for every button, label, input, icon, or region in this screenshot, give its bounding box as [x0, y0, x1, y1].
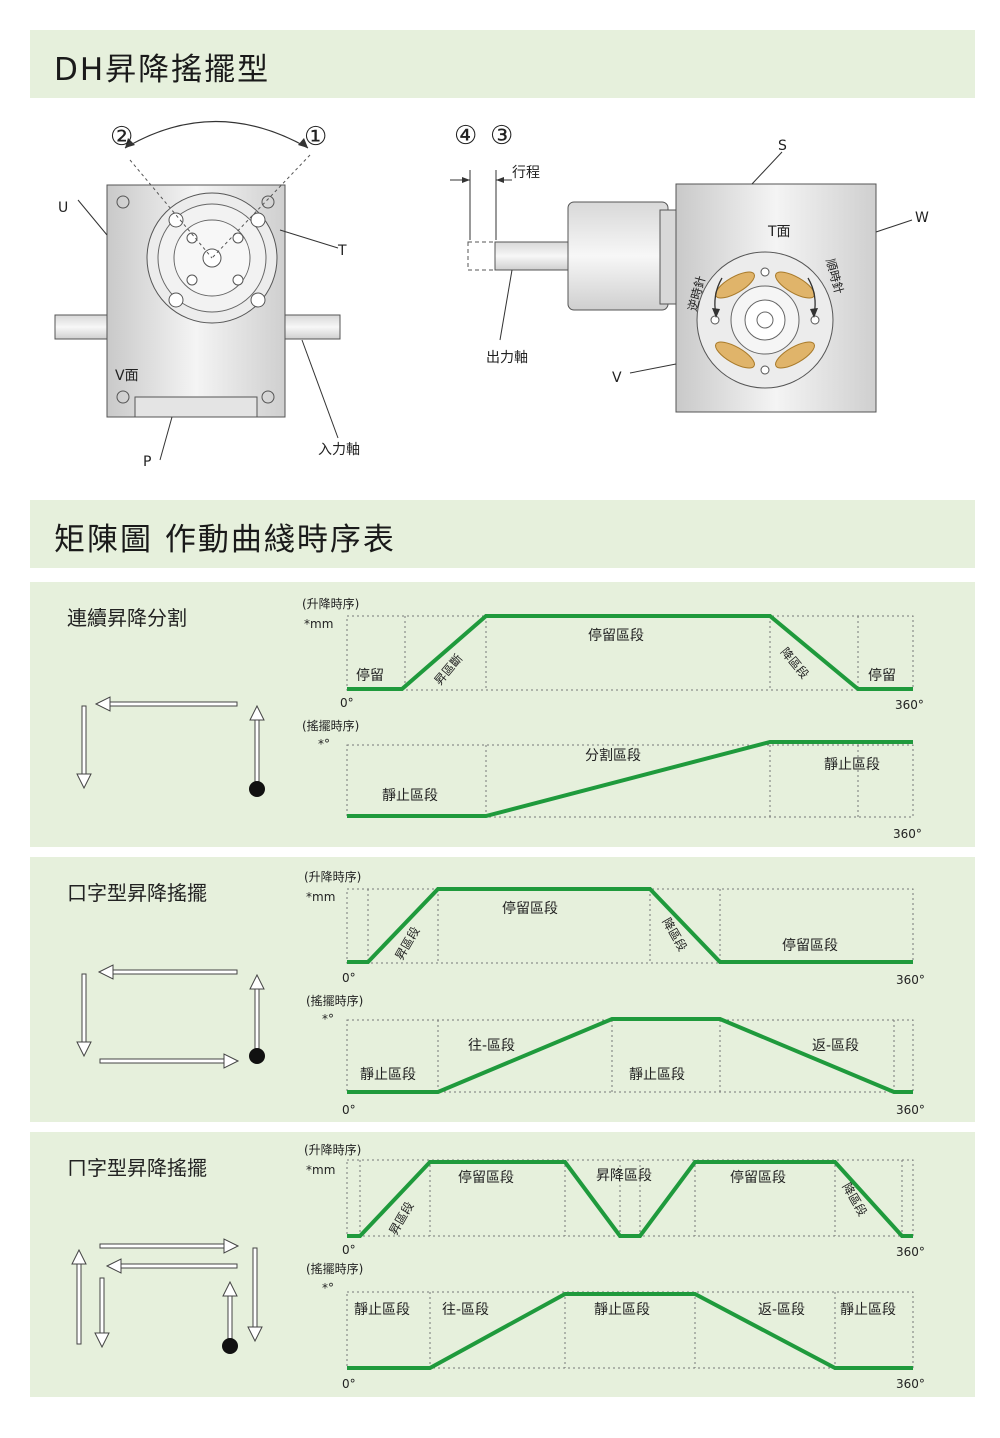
circle-3-label: ③	[490, 121, 513, 151]
lift-end: 360°	[896, 973, 925, 987]
segment-label: 分割區段	[585, 747, 641, 764]
section-u-shape: ㄇ字型昇降搖擺 (升降時序) *mm 昇區段 停留區段	[30, 1132, 975, 1397]
page-title: DH昇降搖擺型	[54, 52, 271, 88]
matrix-title-band: 矩陳圖 作動曲綫時序表	[30, 500, 975, 568]
segment-label: 降區段	[839, 1180, 870, 1219]
lift-unit: *mm	[304, 617, 333, 631]
segment-label: 停留	[868, 667, 896, 684]
start-dot	[222, 1338, 238, 1354]
s-label: S	[778, 138, 787, 154]
segment-label: 停留區段	[588, 627, 644, 644]
segment-label: 昇降區段	[596, 1168, 652, 1184]
swing-label: (搖擺時序)	[306, 1261, 363, 1276]
circle-1-label: ①	[304, 122, 327, 152]
section-square: 口字型昇降搖擺 (升降時序) *mm 昇區段 停留區段 降區段 停留區段 0° …	[30, 857, 975, 1122]
lift-label: (升降時序)	[302, 596, 359, 611]
swing-curve	[347, 740, 913, 818]
swing-end: 360°	[896, 1103, 925, 1117]
lift-end: 360°	[895, 698, 924, 712]
segment-label: 停留	[356, 667, 384, 684]
lift-end: 360°	[896, 1245, 925, 1259]
segment-label: 降區段	[778, 644, 813, 681]
w-label: W	[915, 210, 929, 226]
front-view-device	[54, 121, 341, 461]
input-shaft-label: 入力軸	[318, 442, 360, 458]
u-label: U	[58, 200, 68, 216]
swing-curve	[347, 1292, 913, 1370]
section-continuous: 連續昇降分割 (升降時序) *mm 停留 昇區斷 停留區段 降區段 停留 0° …	[30, 582, 975, 847]
segment-label: 靜止區段	[382, 788, 438, 804]
segment-label: 靜止區段	[594, 1302, 650, 1318]
swing-curve	[347, 1017, 913, 1094]
segment-label: 返-區段	[812, 1038, 859, 1054]
circle-4-label: ④	[454, 121, 477, 151]
device-drawings: ② ① U T V面 P 入力軸	[54, 121, 929, 470]
v-face-label: V面	[115, 368, 139, 384]
segment-label: 往-區段	[468, 1038, 515, 1054]
segment-label: 昇區段	[392, 924, 423, 963]
swing-unit: *°	[322, 1281, 334, 1295]
lift-curve	[347, 1160, 913, 1238]
segment-label: 返-區段	[758, 1302, 805, 1318]
segment-label: 停留區段	[730, 1169, 786, 1186]
segment-label: 靜止區段	[360, 1067, 416, 1083]
swing-end: 360°	[893, 827, 922, 841]
segment-label: 靜止區段	[629, 1067, 685, 1083]
motion-path-icon	[76, 964, 265, 1069]
swing-label: (搖擺時序)	[306, 993, 363, 1008]
section-title: 口字型昇降搖擺	[67, 881, 207, 905]
t-label: T	[337, 243, 347, 259]
lift-unit: *mm	[306, 1163, 335, 1177]
section-title: 連續昇降分割	[67, 606, 187, 630]
output-shaft-label: 出力軸	[486, 350, 528, 366]
circle-2-label: ②	[110, 122, 133, 152]
segment-label: 停留區段	[458, 1169, 514, 1186]
lift-label: (升降時序)	[304, 869, 361, 884]
timing-chart-square: (升降時序) *mm 昇區段 停留區段 降區段 停留區段 0° 360° (搖擺…	[76, 869, 925, 1117]
segment-label: 靜止區段	[824, 757, 880, 773]
motion-path-icon	[76, 696, 265, 790]
swing-zero: 0°	[342, 1377, 356, 1391]
section-title: ㄇ字型昇降搖擺	[67, 1156, 207, 1180]
start-dot	[249, 1048, 265, 1064]
swing-zero: 0°	[342, 1103, 356, 1117]
segment-label: 靜止區段	[354, 1302, 410, 1318]
timing-chart-continuous: (升降時序) *mm 停留 昇區斷 停留區段 降區段 停留 0° 360° (搖…	[76, 596, 924, 841]
lift-zero: 0°	[342, 971, 356, 985]
lift-zero: 0°	[340, 696, 354, 710]
swing-unit: *°	[318, 737, 330, 751]
lift-curve	[347, 887, 913, 964]
matrix-title: 矩陳圖 作動曲綫時序表	[54, 522, 396, 558]
segment-label: 降區段	[659, 915, 690, 954]
segment-label: 停留區段	[782, 937, 838, 954]
swing-end: 360°	[896, 1377, 925, 1391]
swing-label: (搖擺時序)	[302, 718, 359, 733]
v-label: V	[612, 370, 622, 386]
lift-zero: 0°	[342, 1243, 356, 1257]
t-face-label: T面	[767, 224, 791, 240]
timing-chart-u-shape: (升降時序) *mm 昇區段 停留區段 昇降區段 停留區段 降區段 0° 360…	[71, 1142, 925, 1391]
motion-path-icon	[71, 1238, 263, 1349]
swing-unit: *°	[322, 1012, 334, 1026]
p-label: P	[143, 454, 151, 470]
segment-label: 往-區段	[442, 1302, 489, 1318]
segment-label: 停留區段	[502, 900, 558, 917]
start-dot	[249, 781, 265, 797]
side-view-device	[450, 151, 913, 413]
segment-label: 靜止區段	[840, 1302, 896, 1318]
lift-unit: *mm	[306, 890, 335, 904]
lift-label: (升降時序)	[304, 1142, 361, 1157]
header-band: DH昇降搖擺型	[30, 30, 975, 98]
stroke-label: 行程	[512, 165, 540, 181]
lift-curve	[347, 614, 913, 691]
